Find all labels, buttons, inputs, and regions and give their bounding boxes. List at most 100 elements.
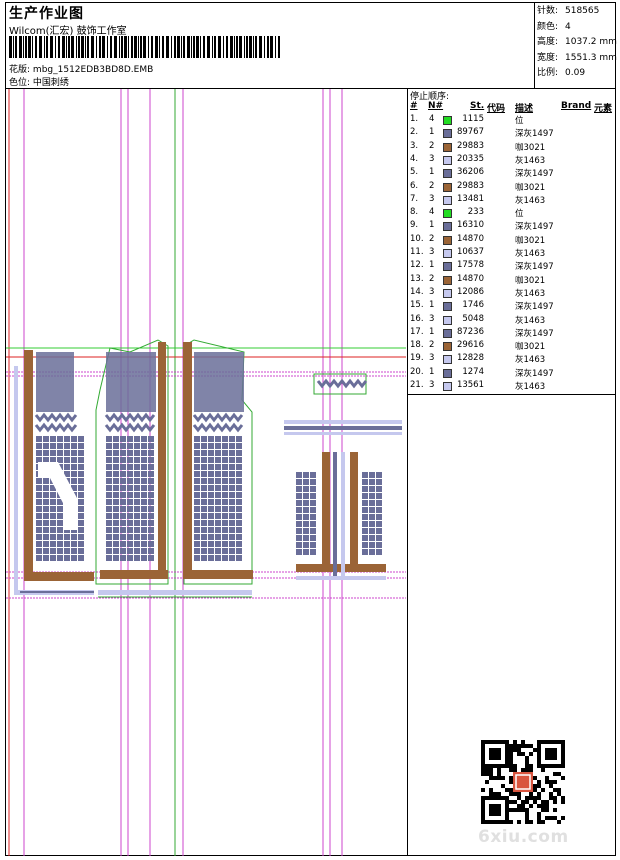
- stitch-cell: [376, 542, 382, 548]
- stitch-cell: [194, 548, 200, 554]
- stop-description: 深灰1497: [515, 368, 554, 379]
- stitch-cell: [201, 471, 207, 477]
- stitch-cell: [229, 492, 235, 498]
- specs-divider: [534, 2, 535, 88]
- stitch-cell: [57, 436, 63, 442]
- zigzag-stitch: [34, 422, 78, 433]
- qr-module: [541, 820, 545, 824]
- stitch-cell: [194, 499, 200, 505]
- color-swatch: [443, 275, 452, 285]
- qr-module: [521, 740, 525, 744]
- barcode-bar: [39, 36, 42, 58]
- stitch-cell: [106, 450, 112, 456]
- barcode-bar: [23, 36, 24, 58]
- qr-module: [489, 792, 493, 796]
- stitch-cell: [236, 443, 242, 449]
- stitch-cell: [113, 534, 119, 540]
- stitch-cell: [57, 534, 63, 540]
- stitch-cell: [303, 528, 309, 534]
- bar-strip: [284, 432, 402, 435]
- stitch-cell: [78, 555, 84, 561]
- qr-module: [529, 804, 533, 808]
- stitch-cell: [369, 507, 375, 513]
- stitch-cell: [50, 450, 56, 456]
- stitch-cell: [222, 499, 228, 505]
- small-motif-outline: [313, 373, 367, 395]
- stop-description: 深灰1497: [515, 302, 554, 313]
- stitch-cell: [78, 520, 84, 526]
- stitch-cell: [127, 513, 133, 519]
- stop-needle: 3: [429, 353, 435, 364]
- stop-description: 灰1463: [515, 288, 546, 299]
- barcode-bar: [134, 36, 137, 58]
- stitch-cell: [369, 542, 375, 548]
- stitch-cell: [106, 499, 112, 505]
- stitch-cell: [222, 457, 228, 463]
- color-swatch: [443, 342, 452, 352]
- qr-logo: [513, 772, 533, 792]
- stitch-cell: [120, 548, 126, 554]
- stitch-cell: [148, 478, 154, 484]
- stitch-grid: [106, 436, 154, 561]
- qr-module: [525, 808, 529, 812]
- stitch-cell: [64, 548, 70, 554]
- barcode-bar: [203, 36, 205, 58]
- qr-module: [533, 788, 537, 792]
- stitch-cell: [229, 548, 235, 554]
- stitch-cell: [201, 527, 207, 533]
- stop-needle: 3: [429, 380, 435, 390]
- stitch-cell: [201, 443, 207, 449]
- barcode-bar: [28, 36, 31, 58]
- qr-code: [481, 740, 565, 824]
- barcode-bar: [159, 36, 160, 58]
- stitch-cell: [78, 478, 84, 484]
- color-swatch: [443, 328, 452, 338]
- stitch-cell: [148, 520, 154, 526]
- stitch-cell: [127, 443, 133, 449]
- stitch-cell: [134, 499, 140, 505]
- stitch-cell: [222, 534, 228, 540]
- stitch-cell: [222, 485, 228, 491]
- barcode-bar: [181, 36, 182, 58]
- qr-module: [525, 796, 529, 800]
- color-value: 中国刺绣: [32, 78, 69, 88]
- barcode-bar: [183, 36, 185, 58]
- stitch-cell: [113, 443, 119, 449]
- qr-module: [545, 804, 549, 808]
- stitch-cell: [113, 520, 119, 526]
- stitch-cell: [120, 478, 126, 484]
- stop-description: 灰1463: [515, 249, 546, 259]
- qr-module: [509, 764, 513, 768]
- stitch-cell: [120, 534, 126, 540]
- stitch-cell: [148, 541, 154, 547]
- stitch-cell: [113, 499, 119, 505]
- qr-module: [489, 776, 493, 780]
- stop-index: 10.: [410, 233, 424, 244]
- barcode-bar: [71, 36, 74, 58]
- stitch-cell: [236, 541, 242, 547]
- stitch-cell: [57, 513, 63, 519]
- stop-stitches: 12086: [456, 286, 484, 297]
- qr-module: [509, 768, 513, 772]
- stitch-cell: [236, 478, 242, 484]
- stitch-cell: [208, 548, 214, 554]
- qr-module: [521, 800, 525, 804]
- qr-module: [509, 752, 513, 756]
- barcode-bar: [128, 36, 129, 58]
- brown-border: [183, 570, 253, 579]
- barcode-bar: [107, 36, 108, 58]
- qr-module: [513, 768, 517, 772]
- brown-border: [322, 452, 330, 572]
- zigzag-stitch: [192, 412, 244, 423]
- stitch-cell: [78, 464, 84, 470]
- stitch-cell: [362, 493, 368, 499]
- stitch-cell: [194, 443, 200, 449]
- stitch-cell: [208, 513, 214, 519]
- barcode-bar: [259, 36, 262, 58]
- stitch-cell: [106, 513, 112, 519]
- stitch-cell: [120, 471, 126, 477]
- stitch-cell: [57, 548, 63, 554]
- sheet-frame: [5, 2, 616, 856]
- stitch-cell: [36, 555, 42, 561]
